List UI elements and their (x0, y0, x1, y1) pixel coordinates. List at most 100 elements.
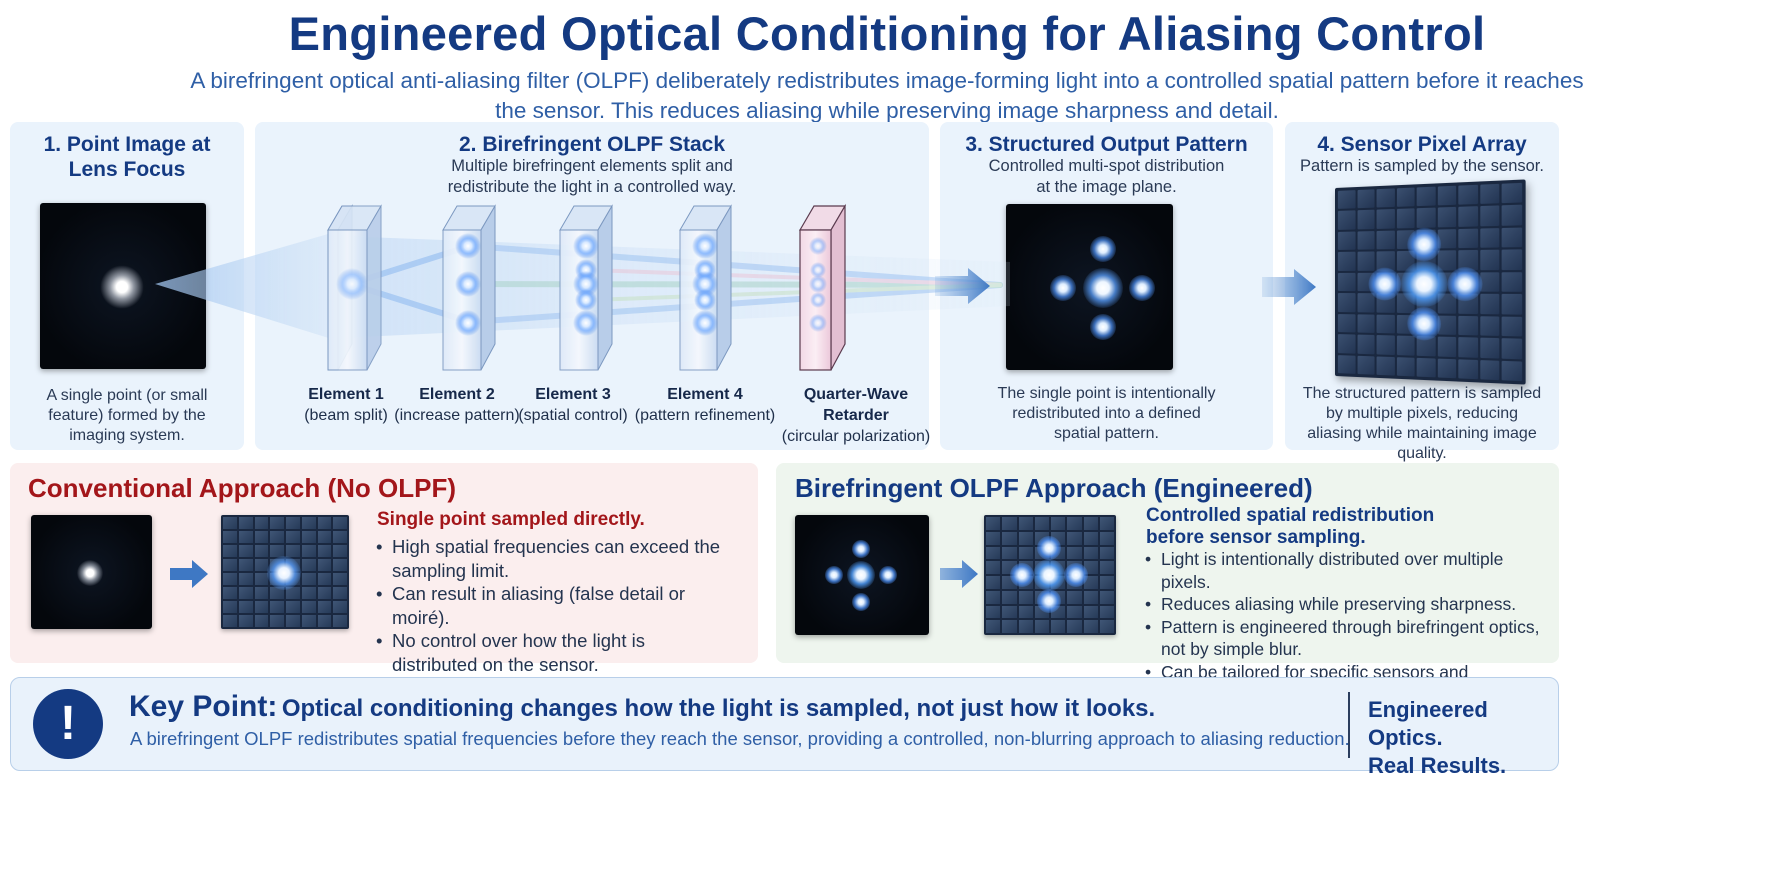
sensor-pixel (223, 587, 237, 599)
sensor-pixel (238, 517, 253, 529)
sensor-pixel (986, 531, 1001, 545)
sensor-pixel (333, 573, 347, 585)
panel-3-caption: The single point is intentionally redist… (997, 385, 1216, 442)
conventional-bullets: High spatial frequencies can exceed the … (376, 535, 726, 676)
sensor-pixel (223, 545, 237, 557)
conventional-bullet: High spatial frequencies can exceed the … (376, 535, 726, 582)
sensor-pixel (238, 559, 253, 571)
point-image-square (40, 203, 206, 369)
sensor-pixel (1480, 293, 1500, 315)
sensor-pixel (1458, 228, 1478, 249)
sensor-pixel (1458, 184, 1478, 206)
sensor-pixel (1083, 546, 1098, 560)
sensor-pixel (1337, 231, 1356, 251)
sensor-pixel (1396, 335, 1415, 356)
exclamation-icon: ! (33, 689, 103, 759)
panel-3-title: 3. Structured Output Pattern (965, 133, 1248, 156)
retarder-label: Quarter-Wave Retarder(circular polarizat… (781, 386, 931, 445)
sensor-pixel (1502, 249, 1523, 270)
sensor-pixel (254, 559, 269, 571)
sensor-pixel (1083, 620, 1098, 633)
panel-4-caption: The structured pattern is sampled by mul… (1302, 385, 1542, 462)
sensor-pixel (238, 615, 253, 627)
engineered-sensor-spot-top (1037, 536, 1061, 560)
sensor-pixel (1357, 189, 1375, 209)
sensor-pixel (254, 531, 269, 543)
sensor-pixel (1502, 338, 1523, 359)
sensor-pixel (1337, 313, 1356, 333)
sensor-spot-center (1401, 260, 1448, 308)
sensor-pixel (301, 559, 316, 571)
sensor-pixel (270, 517, 284, 529)
engineered-title: Birefringent OLPF Approach (Engineered) (795, 473, 1313, 503)
key-point-body: A birefringent OLPF redistributes spatia… (130, 728, 1350, 749)
sensor-pixel (1018, 590, 1033, 604)
sensor-pixel (1099, 620, 1114, 633)
sensor-pixel (301, 587, 316, 599)
panel-2-desc: Multiple birefringent elements split and… (447, 157, 737, 196)
sensor-pixel (301, 573, 316, 585)
sensor-pixel (1357, 293, 1375, 313)
panel-3-desc: Controlled multi-spot distribution at th… (988, 157, 1225, 196)
sensor-pixel (254, 545, 269, 557)
sensor-pixel (1034, 620, 1049, 633)
sensor-pixel (1002, 620, 1017, 633)
sensor-pixel (1337, 272, 1356, 292)
key-point-bar: ! Key Point: Optical conditioning change… (10, 677, 1559, 778)
engineered-bullet: Reduces aliasing while preserving sharpn… (1145, 593, 1545, 616)
sensor-pixel (986, 576, 1001, 589)
sensor-pixel (333, 587, 347, 599)
sensor-pixel (1480, 249, 1500, 270)
sensor-pixel (317, 573, 332, 585)
sensor-pixel (1337, 334, 1356, 354)
engineered-heading: Controlled spatial redistribution before… (1146, 505, 1435, 548)
sensor-pixel (1099, 561, 1114, 574)
engineered-spot-top (852, 540, 870, 558)
sensor-pixel (1337, 252, 1356, 271)
output-pattern-square (1006, 204, 1173, 370)
conventional-sensor-spot (267, 556, 301, 590)
key-point-divider (1348, 692, 1350, 758)
engineered-bullet: Light is intentionally distributed over … (1145, 548, 1545, 593)
sensor-pixel (270, 615, 284, 627)
sensor-pixel (333, 615, 347, 627)
sensor-pixel (1002, 590, 1017, 604)
sensor-pixel (1067, 546, 1082, 560)
sensor-pixel (317, 587, 332, 599)
sensor-pixel (317, 559, 332, 571)
sensor-pixel (986, 620, 1001, 633)
engineered-sensor-spot-bottom (1037, 589, 1061, 613)
sensor-pixel (223, 531, 237, 543)
sensor-pixel (1002, 531, 1017, 545)
output-spot-bottom (1090, 314, 1116, 340)
sensor-pixel (1502, 271, 1523, 293)
panel-4-title: 4. Sensor Pixel Array (1317, 133, 1527, 156)
sensor-pixel (333, 545, 347, 557)
sensor-pixel (238, 573, 253, 585)
sensor-pixel (1099, 531, 1114, 545)
element-2-label: Element 2(increase pattern) (394, 386, 520, 424)
sensor-pixel (1416, 208, 1436, 228)
sensor-pixel (1502, 227, 1523, 248)
engineered-sensor-spot-left (1010, 563, 1034, 587)
sensor-pixel (238, 545, 253, 557)
sensor-pixel (1051, 517, 1066, 530)
engineered-spot-bottom (852, 593, 870, 611)
conventional-arrow-icon (170, 560, 208, 588)
sensor-pixel (1480, 272, 1500, 292)
sensor-pixel (254, 601, 269, 613)
sensor-pixel (1502, 205, 1523, 226)
sensor-pixel (317, 545, 332, 557)
sensor-pixel (1376, 314, 1395, 334)
sensor-pixel (1337, 354, 1356, 374)
sensor-pixel (223, 517, 237, 529)
sensor-pixel (1376, 209, 1395, 229)
engineered-spot-left (825, 566, 843, 584)
sensor-pixel (1099, 605, 1114, 619)
sensor-pixel (1337, 293, 1356, 312)
engineered-pattern-square (795, 515, 929, 635)
sensor-pixel (286, 601, 300, 613)
sensor-pixel (1067, 531, 1082, 545)
sensor-pixel (317, 531, 332, 543)
sensor-pixel (1502, 316, 1523, 337)
